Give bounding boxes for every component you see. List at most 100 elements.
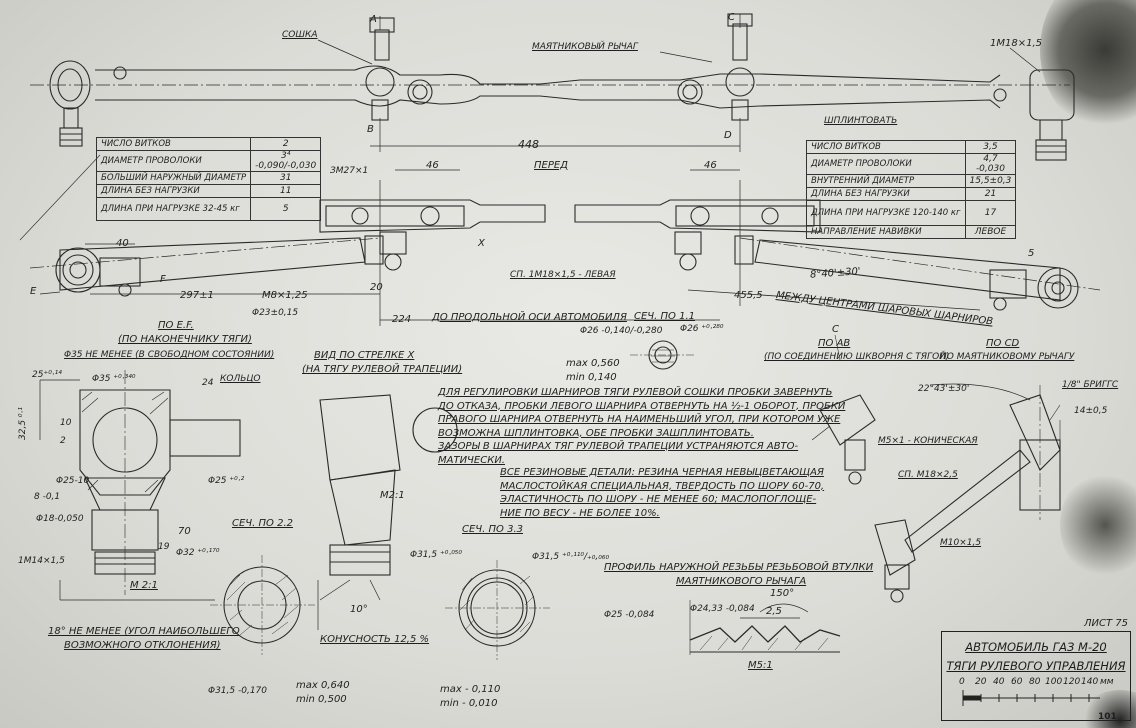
spring-left-value: 11: [250, 184, 322, 198]
spring-left-label: БОЛЬШИЙ НАРУЖНЫЙ ДИАМЕТР: [95, 171, 252, 185]
view-cd-d14: 14±0,5: [1074, 406, 1108, 416]
spring-left-label: ДЛИНА ПРИ НАГРУЗКЕ 32-45 кг: [95, 197, 252, 221]
thread-profile-angle: 150°: [770, 588, 795, 599]
rubber-notes: ВСЕ РЕЗИНОВЫЕ ДЕТАЛИ: РЕЗИНА ЧЕРНАЯ НЕВЫ…: [500, 466, 824, 520]
dim-24: 24: [202, 378, 214, 388]
dim-25-2: Φ25 ⁺⁰·²: [208, 476, 245, 486]
sec-33-d31a: Φ31,5 ⁺⁰·⁰⁵⁰: [410, 550, 463, 560]
sec-33-max: max - 0,110: [440, 684, 501, 695]
label-sochka: СОШКА: [282, 30, 318, 40]
dim-32-5: 32,5 ⁰·¹: [18, 407, 28, 440]
label-m27: ЗМ27×1: [330, 166, 369, 176]
view-cd-sp-m18: СП. M18×2,5: [898, 470, 958, 480]
scale-unit: мм: [1100, 677, 1114, 687]
label-pered: ПЕРЕД: [534, 160, 568, 171]
spring-right-value: ЛЕВОЕ: [964, 225, 1017, 239]
spring-right-label: ДЛИНА ПРИ НАГРУЗКЕ 120-140 кг: [806, 200, 966, 226]
sec-33-d31b: Φ31,5 ⁺⁰·¹¹⁰/₊₀,₀₆₀: [532, 552, 610, 562]
dim-25-10: Φ25-10: [56, 476, 90, 486]
view-cd-briggs: 1/8" БРИГГС: [1062, 380, 1119, 390]
label-sec-a: A: [370, 14, 377, 25]
view-ab-sub: (ПО СОЕДИНЕНИЮ ШКВОРНЯ С ТЯГОЙ): [764, 352, 950, 362]
label-sp-m18: СП. 1M18×1,5 - ЛЕВАЯ: [510, 270, 616, 280]
spring-right-label: НАПРАВЛЕНИЕ НАВИВКИ: [806, 225, 966, 239]
label-m14: 1M14×1,5: [18, 556, 65, 566]
view-cd-angle: 22°43'±30': [918, 384, 970, 394]
title-block: АВТОМОБИЛЬ ГАЗ М-20 ТЯГИ РУЛЕВОГО УПРАВЛ…: [941, 631, 1131, 721]
page-number: 101: [1098, 712, 1117, 722]
dim-46-right: 46: [704, 160, 717, 171]
label-sec-b: B: [367, 124, 374, 135]
scale-tick-label: 100: [1045, 677, 1063, 687]
dim-297: 297±1: [180, 290, 214, 301]
note-line: НИЕ ПО ВЕСУ - НЕ БОЛЕЕ 10%.: [500, 507, 660, 519]
spring-left-label: ДИАМЕТР ПРОВОЛОКИ: [95, 150, 252, 172]
sheet-corner-label: ЛИСТ 75: [1084, 618, 1128, 629]
dim-46-left: 46: [426, 160, 439, 171]
label-x: X: [478, 238, 485, 249]
note-line: МАТИЧЕСКИ.: [438, 454, 505, 466]
thread-profile-pitch: 2,5: [766, 606, 782, 617]
dim-224: 224: [392, 314, 412, 325]
note-line: ДЛЯ РЕГУЛИРОВКИ ШАРНИРОВ ТЯГИ РУЛЕВОЙ СО…: [438, 387, 833, 398]
label-os-note: ДО ПРОДОЛЬНОЙ ОСИ АВТОМОБИЛЯ: [432, 312, 627, 323]
scale-tick-label: 40: [993, 677, 1005, 687]
note-line: ВОЗМОЖНА ШПЛИНТОВКА, ОБЕ ПРОБКИ ЗАШПЛИНТ…: [438, 427, 754, 439]
dim-32b: Φ32 ⁺⁰·¹⁷⁰: [176, 548, 220, 558]
thread-profile-d24: Φ24,33 -0,084: [690, 604, 755, 614]
dim-35b: Φ35 ⁺⁰·³⁴⁰: [92, 374, 136, 384]
scale-tick-label: 140: [1081, 677, 1099, 687]
title-line-1: АВТОМОБИЛЬ ГАЗ М-20: [965, 640, 1107, 654]
note-line: ЗАЗОРЫ В ШАРНИРАХ ТЯГ РУЛЕВОЙ ТРАПЕЦИИ У…: [438, 441, 799, 452]
view-ab-title: ПО AB: [818, 338, 851, 349]
spring-left-value: 5: [250, 197, 322, 221]
view-ab-m5: M5×1 - КОНИЧЕСКАЯ: [878, 436, 978, 446]
spring-right-label: ВНУТРЕННИЙ ДИАМЕТР: [806, 174, 966, 188]
stain-right: [1060, 470, 1136, 580]
view-ef-scale: M 2:1: [130, 580, 158, 591]
spring-right-label: ДИАМЕТР ПРОВОЛОКИ: [806, 153, 966, 175]
note-line: ЭЛАСТИЧНОСТЬ ПО ШОРУ - НЕ МЕНЕЕ 60; МАСЛ…: [500, 494, 817, 505]
sec-11-d26b: Φ26 ⁺⁰·²⁸⁰: [680, 324, 724, 334]
scale-tick-label: 0: [959, 677, 965, 687]
note-line: МАСЛОСТОЙКАЯ СПЕЦИАЛЬНАЯ, ТВЕРДОСТЬ ПО Ш…: [500, 480, 825, 492]
spring-left-label: ЧИСЛО ВИТКОВ: [95, 137, 252, 151]
spring-right-value: 15,5±0,3: [964, 174, 1017, 188]
dim-18: Φ18-0,050: [36, 514, 84, 524]
thread-profile-scale: M5:1: [748, 660, 773, 671]
thread-profile-title1: ПРОФИЛЬ НАРУЖНОЙ РЕЗЬБЫ РЕЗЬБОВОЙ ВТУЛКИ: [604, 562, 874, 573]
angle-note-line1: 18° НЕ МЕНЕЕ (УГОЛ НАИБОЛЬШЕГО: [48, 626, 240, 637]
view-cd-sub: ПО МАЯТНИКОВОМУ РЫЧАГУ: [940, 352, 1075, 362]
sec-11-min: min 0,140: [566, 372, 617, 383]
view-x-taper: КОНУСНОСТЬ 12,5 %: [320, 634, 430, 645]
spring-left-value: 31: [250, 171, 322, 185]
view-x-angle: 10°: [350, 604, 368, 615]
title-line-2: ТЯГИ РУЛЕВОГО УПРАВЛЕНИЯ: [946, 659, 1126, 673]
dim-20: 20: [370, 282, 383, 293]
label-e: E: [30, 286, 37, 297]
regulation-notes: ДЛЯ РЕГУЛИРОВКИ ШАРНИРОВ ТЯГИ РУЛЕВОЙ СО…: [438, 386, 845, 467]
spring-right-value: 4,7 -0,030: [964, 153, 1017, 175]
dim-70: 70: [178, 526, 191, 537]
dim-8: 8 -0,1: [34, 492, 61, 502]
note-line: ВСЕ РЕЗИНОВЫЕ ДЕТАЛИ: РЕЗИНА ЧЕРНАЯ НЕВЫ…: [500, 467, 824, 478]
label-mayatnik: МАЯТНИКОВЫЙ РЫЧАГ: [532, 42, 638, 52]
view-ef-subtitle: (ПО НАКОНЕЧНИКУ ТЯГИ): [118, 334, 252, 345]
scale-tick-label: 20: [975, 677, 987, 687]
dim-40: 40: [116, 238, 129, 249]
sec-11-d26a: Φ26 -0,140/-0,280: [580, 326, 663, 336]
dim-10: 10: [60, 418, 72, 428]
sec-11-max: max 0,560: [566, 358, 620, 369]
dim-455: 455,5: [734, 290, 763, 301]
view-cd-m10: M10×1,5: [940, 538, 982, 548]
label-m8: M8×1,25: [262, 290, 308, 301]
dim-23: Φ23±0,15: [252, 308, 299, 318]
label-f: F: [160, 274, 166, 285]
scale-tick-label: 80: [1029, 677, 1041, 687]
label-sec-d: D: [724, 130, 732, 141]
sec-11-title: СЕЧ. ПО 1.1: [634, 311, 695, 322]
spring-right-value: 21: [964, 187, 1017, 201]
